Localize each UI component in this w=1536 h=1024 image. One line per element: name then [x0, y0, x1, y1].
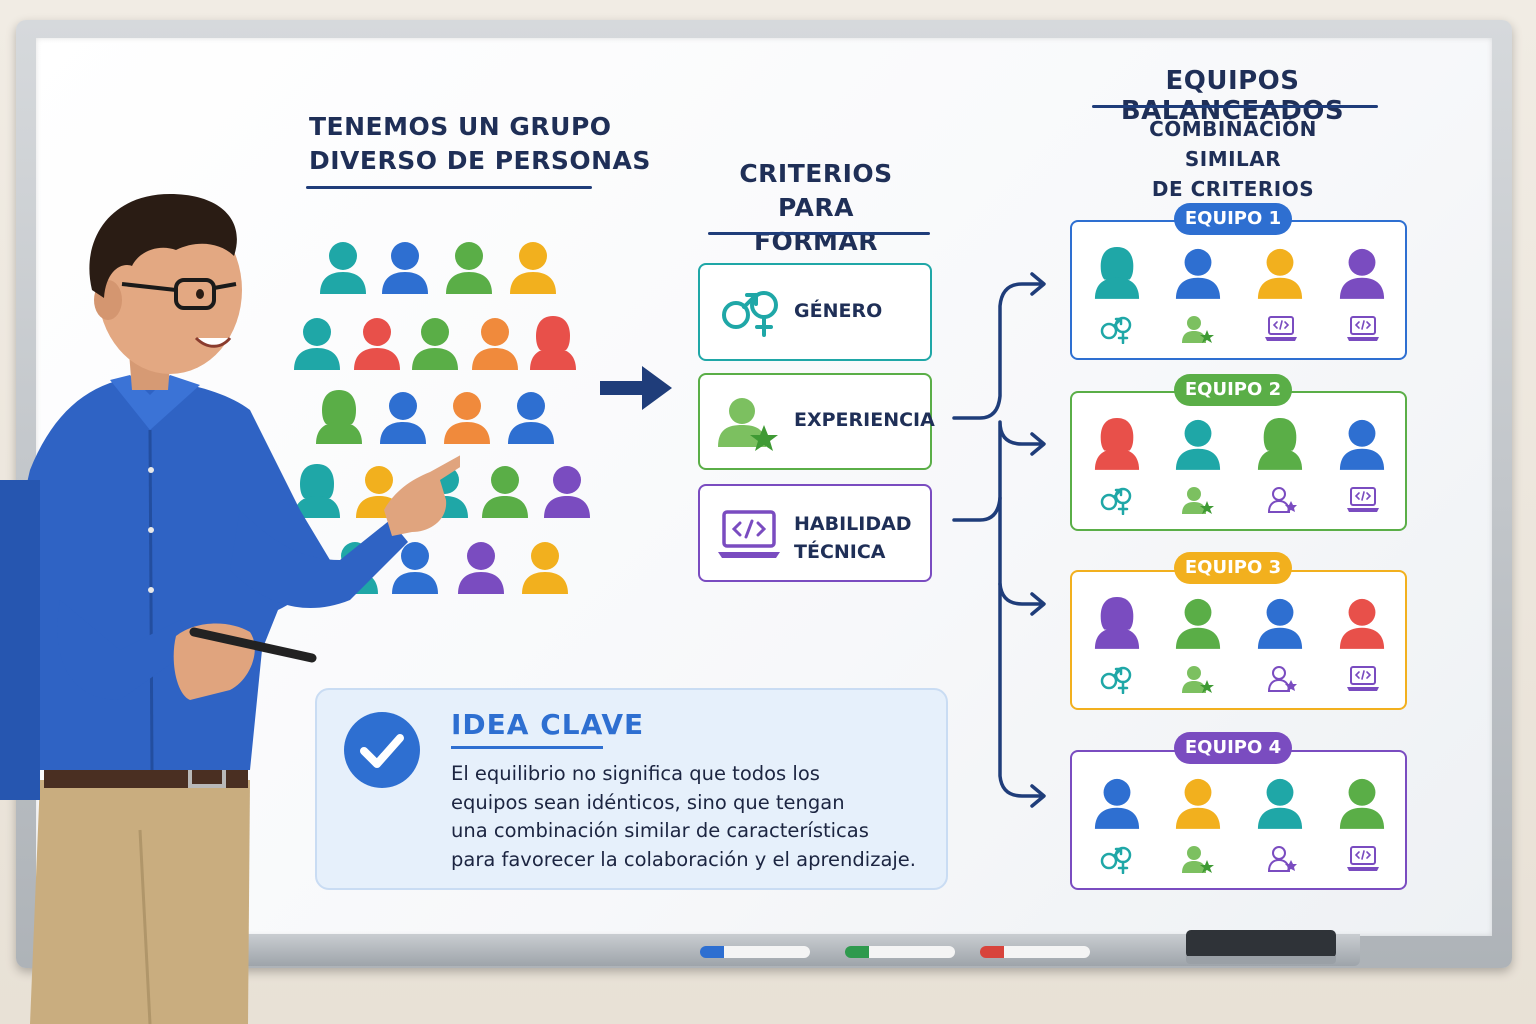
team-member-icon	[1256, 772, 1304, 830]
gender-icon	[1098, 664, 1132, 694]
person-icon	[318, 236, 368, 294]
person-icon	[378, 386, 428, 444]
laptop-code-icon	[1264, 314, 1298, 344]
experience-star-icon	[1181, 664, 1215, 694]
arrow-right-icon	[600, 366, 672, 410]
team-member-icon	[1174, 242, 1222, 300]
distribution-arrows	[952, 272, 1046, 808]
team-member-icon	[1093, 413, 1141, 471]
team-member-icon	[1093, 772, 1141, 830]
person-icon	[508, 236, 558, 294]
person-icon	[456, 536, 506, 594]
criterion-technical-label-line2: TÉCNICA	[794, 541, 886, 563]
result-subtitle-line2: DE CRITERIOS	[1151, 177, 1315, 201]
person-icon	[380, 236, 430, 294]
team-badge-3: EQUIPO 3	[1174, 552, 1292, 584]
criteria-title-line1: CRITERIOS PARA	[739, 159, 893, 222]
team-member-icon	[1256, 413, 1304, 471]
person-icon	[352, 312, 402, 370]
result-subtitle-line1: COMBINACIÓN SIMILAR	[1149, 117, 1317, 171]
person-icon	[390, 536, 440, 594]
result-title-underline	[1092, 105, 1378, 108]
gender-icon	[1098, 485, 1132, 515]
group-title-line2: DIVERSO DE PERSONAS	[309, 146, 651, 175]
gender-icon	[1098, 844, 1132, 874]
criterion-gender: GÉNERO	[698, 263, 932, 361]
experience-star-icon	[718, 398, 778, 451]
criterion-experience-label: EXPERIENCIA	[794, 409, 935, 431]
key-idea-title: IDEA CLAVE	[451, 708, 645, 741]
key-idea-line2: equipos sean idénticos, sino que tengan	[451, 790, 845, 814]
criterion-gender-label: GÉNERO	[794, 300, 883, 322]
group-title: TENEMOS UN GRUPO DIVERSO DE PERSONAS	[309, 110, 651, 178]
criterion-experience: EXPERIENCIA	[698, 373, 935, 470]
key-idea-line4: para favorecer la colaboración y el apre…	[451, 847, 917, 871]
board-eraser	[1186, 930, 1336, 964]
person-icon	[442, 386, 492, 444]
key-idea-line1: El equilibrio no significa que todos los	[451, 762, 820, 785]
gender-icon	[1098, 314, 1132, 344]
laptop-code-icon	[1346, 664, 1380, 694]
result-title: EQUIPOS BALANCEADOS	[1120, 66, 1345, 126]
person-icon	[480, 460, 530, 518]
criterion-technical-label: HABILIDAD TÉCNICA	[794, 510, 912, 566]
criteria-title-underline	[708, 232, 930, 235]
team-member-icon	[1338, 242, 1386, 300]
group-title-line1: TENEMOS UN GRUPO	[309, 112, 612, 141]
team-member-icon	[1256, 242, 1304, 300]
person-icon	[528, 312, 578, 370]
learner-skill-icon	[1264, 844, 1298, 874]
team-member-icon	[1174, 592, 1222, 650]
check-circle-icon	[344, 712, 420, 788]
team-member-icon	[1338, 592, 1386, 650]
laptop-code-icon	[718, 510, 780, 558]
blue-marker	[700, 946, 810, 958]
learner-skill-icon	[1264, 664, 1298, 694]
experience-star-icon	[1181, 485, 1215, 515]
team-member-icon	[1093, 242, 1141, 300]
teacher-illustration	[0, 194, 460, 1024]
team-member-icon	[1174, 413, 1222, 471]
person-icon	[444, 236, 494, 294]
experience-star-icon	[1181, 844, 1215, 874]
team-badge-2: EQUIPO 2	[1174, 374, 1292, 406]
criterion-technical-label-line1: HABILIDAD	[794, 513, 912, 535]
person-icon	[542, 460, 592, 518]
red-marker	[980, 946, 1090, 958]
laptop-code-icon	[1346, 844, 1380, 874]
person-icon	[292, 312, 342, 370]
key-idea-underline	[451, 746, 603, 749]
team-badge-1: EQUIPO 1	[1174, 203, 1292, 235]
team-member-icon	[1338, 772, 1386, 830]
team-member-icon	[1174, 772, 1222, 830]
team-badge-4: EQUIPO 4	[1174, 732, 1292, 764]
key-idea-box	[315, 688, 948, 890]
criterion-technical-skill: HABILIDAD TÉCNICA	[698, 484, 932, 582]
key-idea-text: El equilibrio no significa que todos los…	[451, 760, 931, 874]
person-icon	[314, 386, 364, 444]
result-subtitle: COMBINACIÓN SIMILAR DE CRITERIOS	[1100, 114, 1366, 204]
team-member-icon	[1256, 592, 1304, 650]
learner-skill-icon	[1264, 485, 1298, 515]
person-icon	[506, 386, 556, 444]
team-member-icon	[1093, 592, 1141, 650]
person-icon	[470, 312, 520, 370]
person-icon	[410, 312, 460, 370]
team-member-icon	[1338, 413, 1386, 471]
person-icon	[520, 536, 570, 594]
experience-star-icon	[1181, 314, 1215, 344]
green-marker	[845, 946, 955, 958]
gender-icon	[722, 291, 778, 337]
laptop-code-icon	[1346, 314, 1380, 344]
group-title-underline	[306, 186, 592, 189]
person-icon	[292, 460, 342, 518]
key-idea-line3: una combinación similar de característic…	[451, 819, 869, 842]
laptop-code-icon	[1346, 485, 1380, 515]
